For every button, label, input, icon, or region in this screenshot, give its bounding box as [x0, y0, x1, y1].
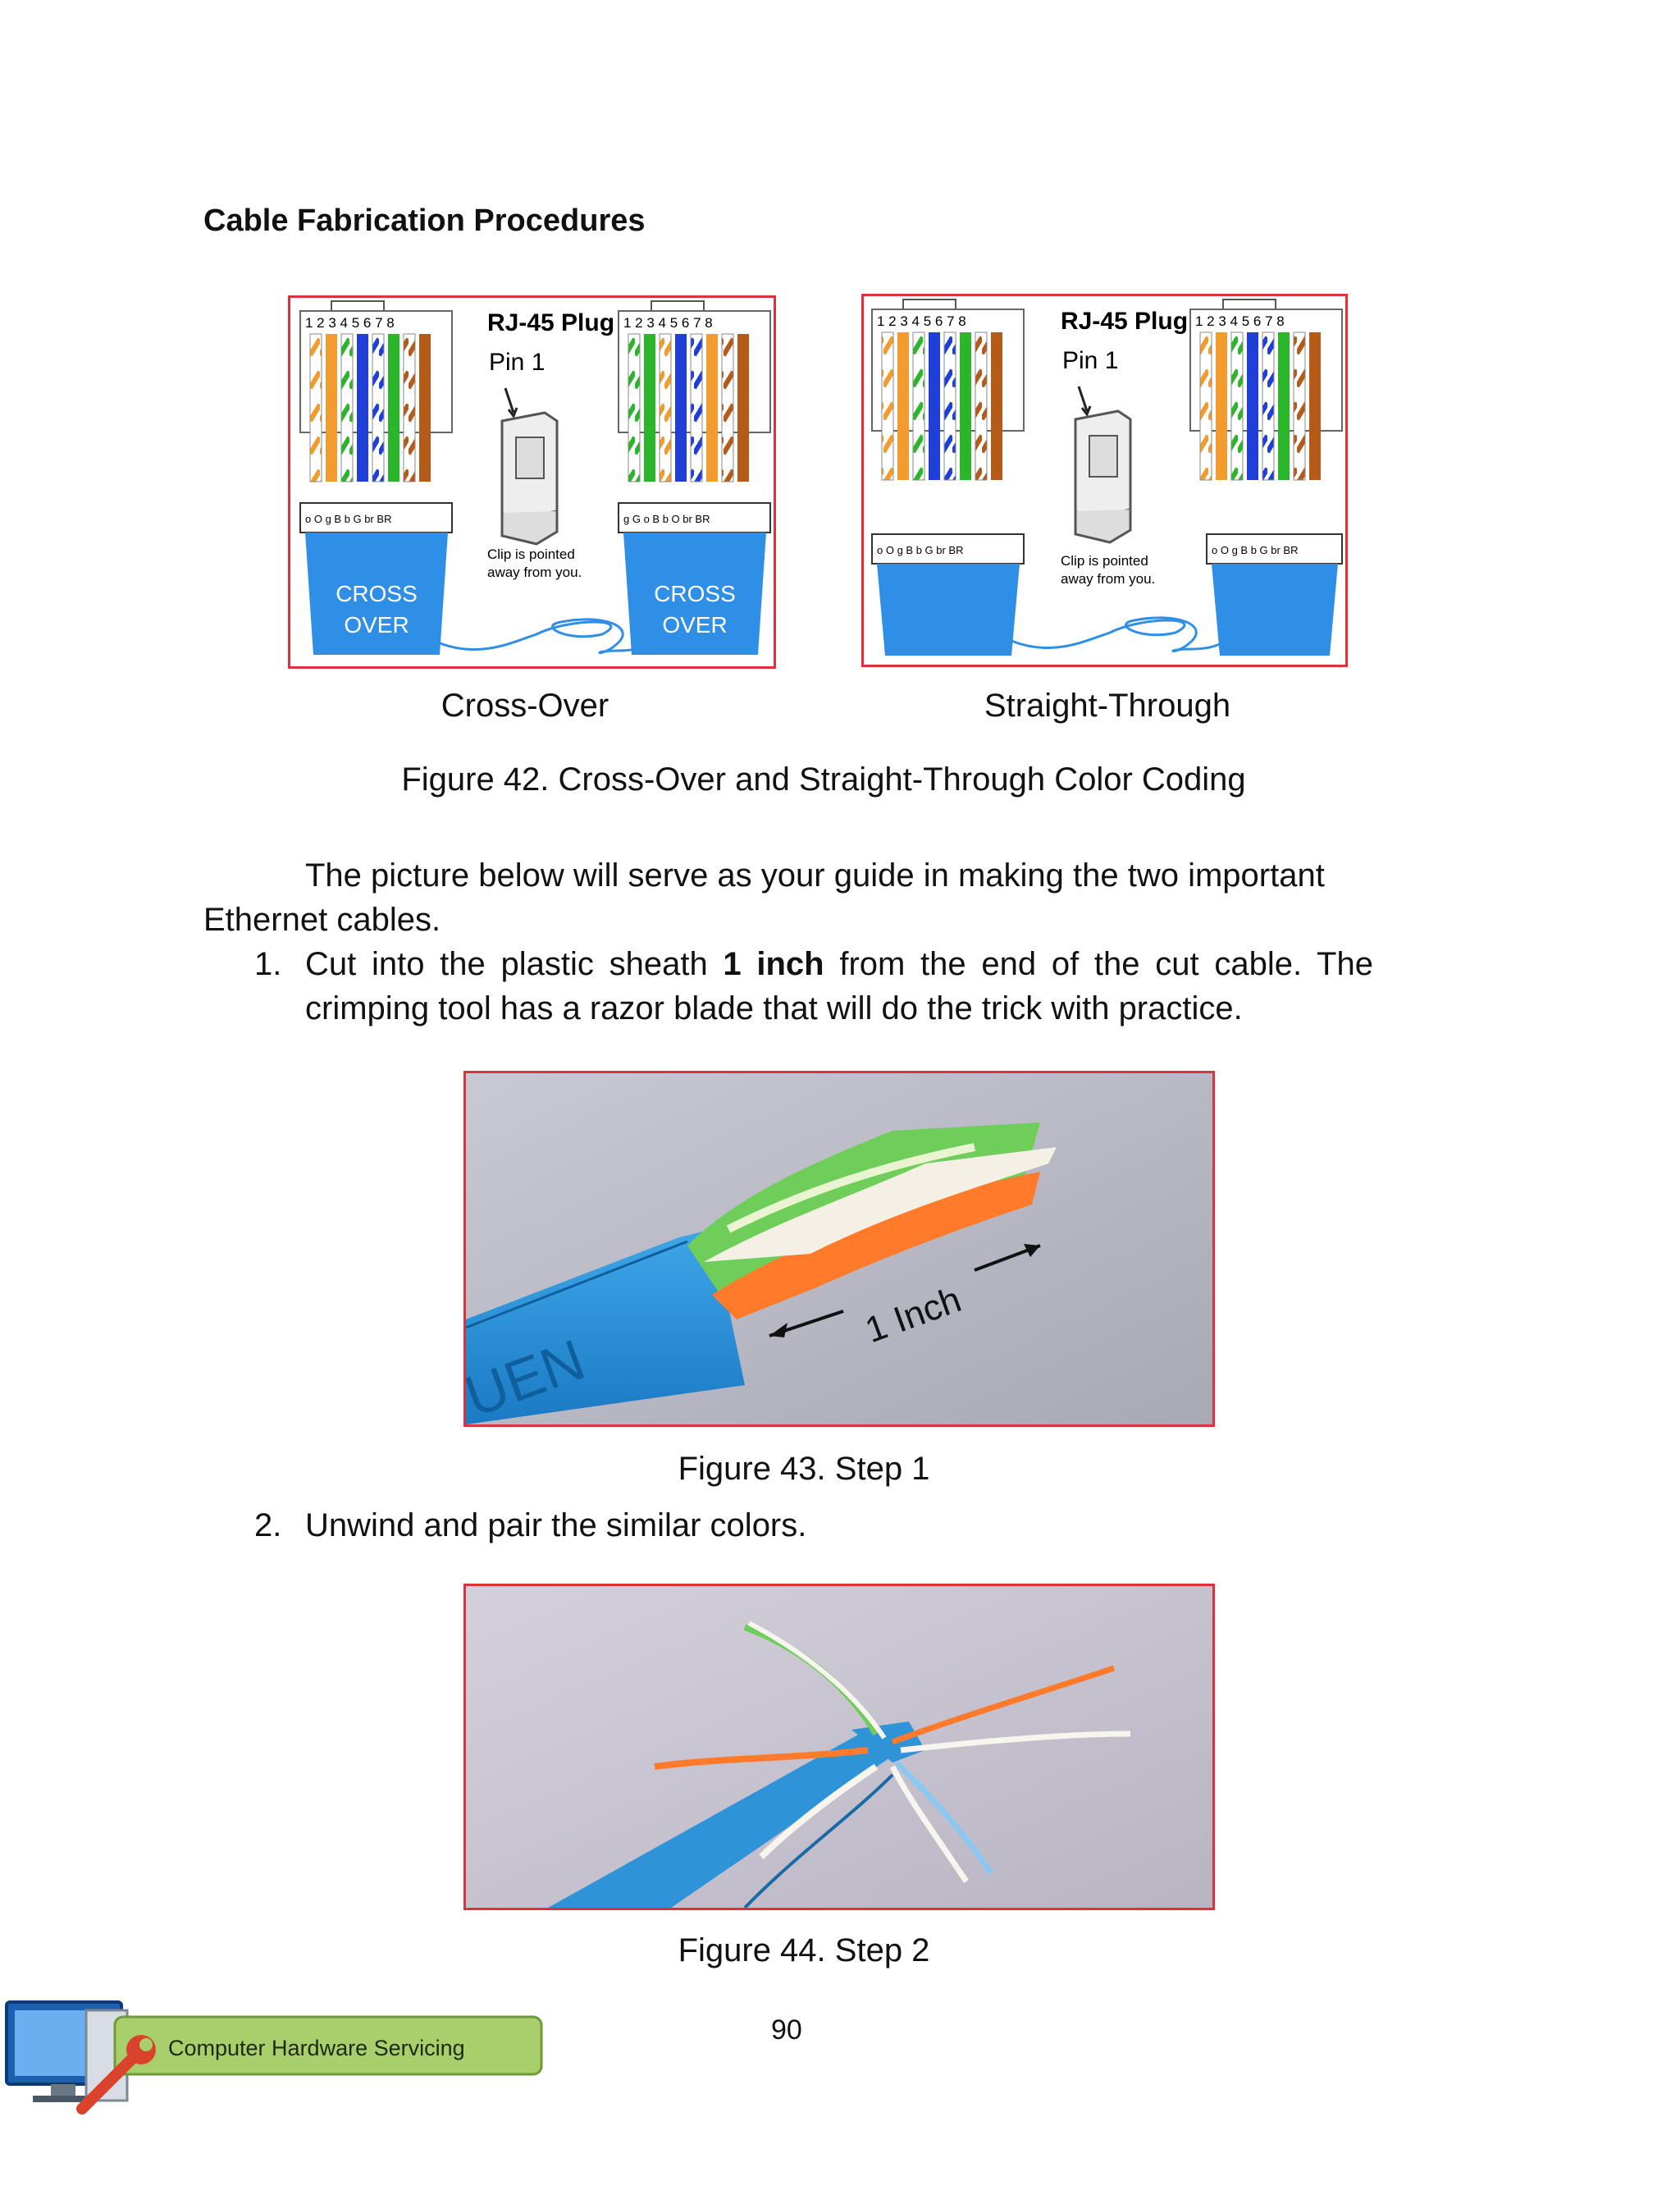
crossover-badge-line1: CROSS — [654, 581, 736, 606]
pin-label: Pin 1 — [1062, 347, 1118, 374]
intro-line1: The picture below will serve as your gui… — [305, 857, 1325, 894]
panel-label-straight-through: Straight-Through — [984, 688, 1231, 724]
clip-text-line2: away from you. — [487, 565, 582, 580]
step1-text-after: from the end of the cut cable. The — [839, 946, 1373, 982]
figure44-photo — [463, 1584, 1215, 1910]
crossover-diagram-svg: 1 2 3 4 5 6 7 8 o O g B b G br BR CROSS … — [299, 300, 771, 655]
straight-through-diagram: 1 2 3 4 5 6 7 8 o O g B b G br BR RJ-45 … — [861, 294, 1348, 667]
footer-logo-svg: Computer Hardware Servicing — [5, 2000, 543, 2115]
figure43-caption: Figure 43. Step 1 — [678, 1451, 930, 1487]
footer-label: Computer Hardware Servicing — [168, 2036, 465, 2060]
footer-logo: Computer Hardware Servicing — [0, 1986, 558, 2125]
right-connector: 1 2 3 4 5 6 7 8 g G o B b O br BR CROSS … — [618, 300, 771, 655]
step2-text: Unwind and pair the similar colors. — [305, 1507, 807, 1543]
plug-title: RJ-45 Plug — [1061, 308, 1188, 335]
figure43-photo: UEN 1 Inch — [457, 1071, 1215, 1429]
crossover-badge-line1: CROSS — [336, 581, 418, 606]
page-number: 90 — [771, 2014, 802, 2046]
left-color-codes: o O g B b G br BR — [305, 513, 392, 525]
figure43-photo-svg: UEN 1 Inch — [457, 1073, 1212, 1429]
straight-through-diagram-svg: 1 2 3 4 5 6 7 8 o O g B b G br BR RJ-45 … — [871, 299, 1343, 656]
pin-numbers: 1 2 3 4 5 6 7 8 — [305, 315, 395, 331]
crossover-badge-line2: OVER — [344, 612, 409, 638]
wrench-icon — [76, 2035, 156, 2115]
section-heading: Cable Fabrication Procedures — [203, 203, 646, 238]
figure42-caption: Figure 42. Cross-Over and Straight-Throu… — [401, 761, 1246, 798]
plug-title: RJ-45 Plug — [487, 309, 614, 336]
pin-numbers: 1 2 3 4 5 6 7 8 — [623, 315, 713, 331]
clip-text-line2: away from you. — [1061, 571, 1155, 587]
left-color-codes: o O g B b G br BR — [877, 544, 964, 556]
panel-label-crossover: Cross-Over — [441, 688, 609, 724]
clip-text-line1: Clip is pointed — [1061, 553, 1148, 569]
right-color-codes: g G o B b O br BR — [623, 513, 710, 525]
right-connector: 1 2 3 4 5 6 7 8 o O g B b G br BR — [1189, 299, 1343, 656]
step1-line1: Cut into the plastic sheath 1 inch from … — [305, 942, 1373, 986]
rj45-plug-illustration: RJ-45 Plug Pin 1 Clip is pointed away fr… — [1011, 308, 1226, 652]
figure44-caption: Figure 44. Step 2 — [678, 1932, 930, 1968]
step1-bold-measure: 1 inch — [723, 946, 824, 982]
step2-number: 2. — [254, 1507, 282, 1543]
rj45-plug-illustration: RJ-45 Plug Pin 1 Clip is pointed away fr… — [437, 309, 653, 654]
pin-numbers: 1 2 3 4 5 6 7 8 — [1195, 313, 1285, 329]
pin-label: Pin 1 — [489, 349, 545, 376]
crossover-diagram: 1 2 3 4 5 6 7 8 o O g B b G br BR CROSS … — [288, 295, 776, 669]
clip-text-line1: Clip is pointed — [487, 546, 575, 562]
figure44-photo-svg — [466, 1586, 1212, 1909]
step1-line2: crimping tool has a razor blade that wil… — [305, 990, 1243, 1026]
crossover-badge-line2: OVER — [662, 612, 727, 638]
intro-line2: Ethernet cables. — [203, 902, 441, 938]
left-connector: 1 2 3 4 5 6 7 8 o O g B b G br BR — [871, 299, 1025, 656]
step1-text-before: Cut into the plastic sheath — [305, 946, 708, 982]
step1-number: 1. — [254, 946, 282, 982]
pin-numbers: 1 2 3 4 5 6 7 8 — [877, 313, 966, 329]
right-color-codes: o O g B b G br BR — [1212, 544, 1299, 556]
left-connector: 1 2 3 4 5 6 7 8 o O g B b G br BR CROSS … — [299, 300, 453, 655]
